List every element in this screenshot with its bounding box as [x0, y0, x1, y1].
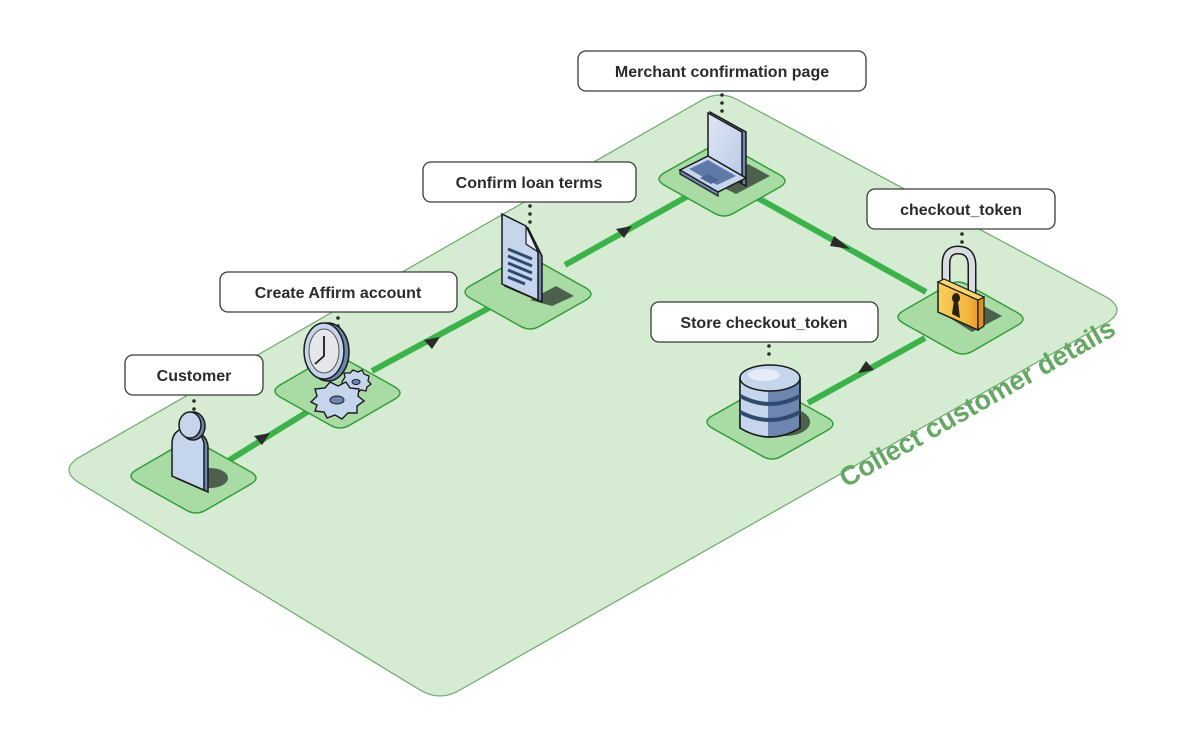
edge-account-to-terms [370, 299, 502, 374]
arrow-icon [616, 226, 632, 238]
clock-gears-icon [303, 322, 372, 420]
node-label-store-token: Store checkout_token [650, 301, 879, 343]
label-text: Store checkout_token [680, 315, 847, 332]
arrow-icon [858, 361, 874, 373]
label-text: Confirm loan terms [456, 175, 603, 192]
database-icon [739, 364, 810, 438]
person-icon [171, 411, 228, 494]
document-icon [501, 212, 574, 306]
edge-customer-to-account [226, 406, 314, 464]
group-plane [68, 94, 1118, 697]
connector-dots [192, 93, 964, 419]
arrow-icon [424, 337, 440, 349]
node-label-merchant-page: Merchant confirmation page [577, 50, 867, 92]
node-label-checkout-token: checkout_token [866, 188, 1056, 230]
arrow-icon [254, 433, 270, 445]
flow-arrows [254, 226, 874, 445]
laptop-icon [678, 110, 770, 198]
label-text: Create Affirm account [255, 285, 422, 302]
label-text: Merchant confirmation page [615, 64, 829, 81]
label-text: Customer [157, 368, 232, 385]
node-label-customer: Customer [124, 354, 264, 396]
padlock-icon [936, 245, 1002, 332]
node-label-create-account: Create Affirm account [219, 271, 458, 313]
label-text: checkout_token [900, 202, 1022, 219]
node-label-confirm-terms: Confirm loan terms [422, 161, 637, 203]
arrow-icon [830, 236, 850, 249]
